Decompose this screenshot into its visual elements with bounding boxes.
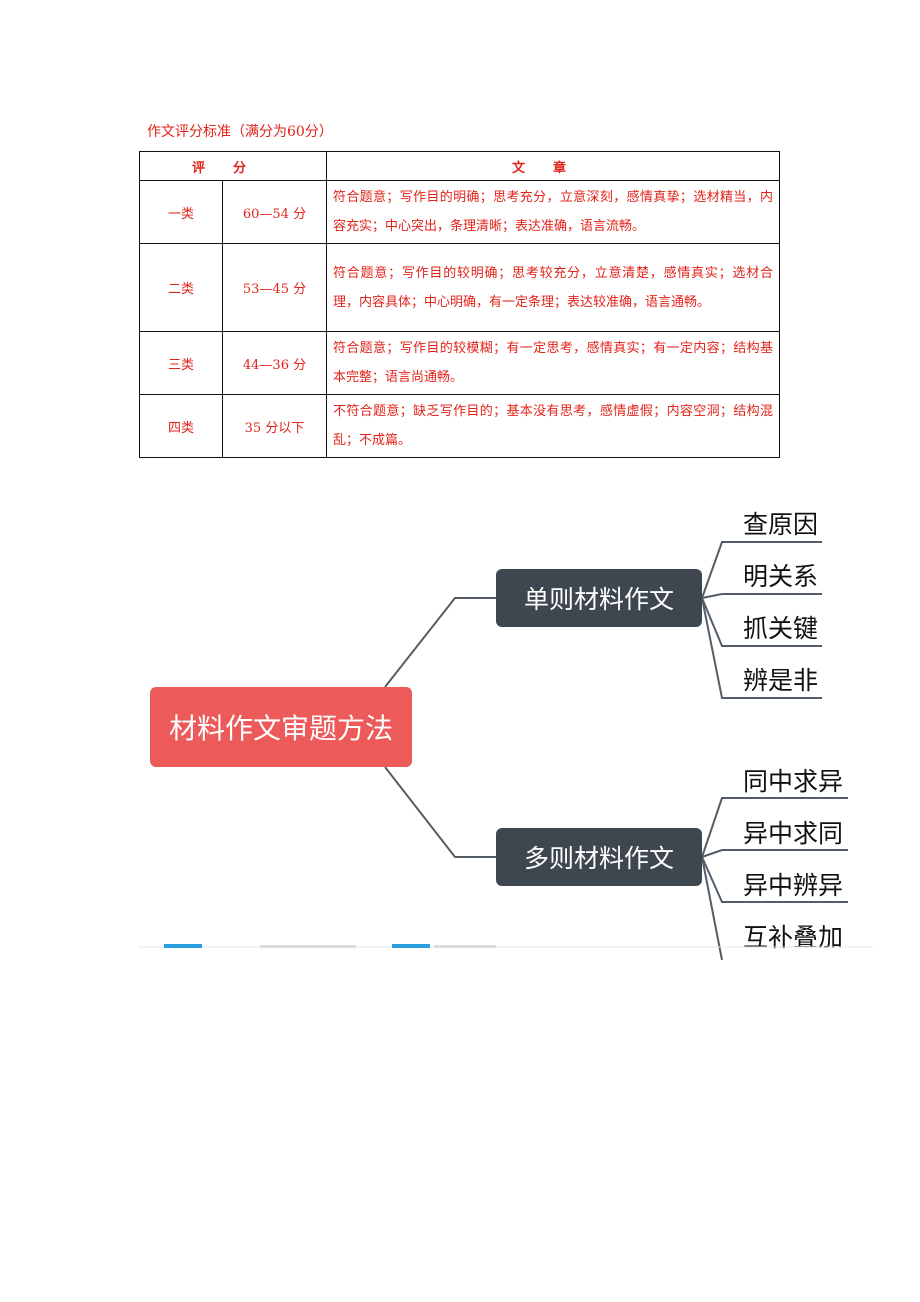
leaf-node: 查原因 [743, 510, 819, 539]
connector-leaf [701, 593, 822, 599]
header-essay: 文章 [326, 151, 780, 181]
description-cell: 符合题意；写作目的较模糊；有一定思考，感情真实；有一定内容；结构基本完整；语言尚… [326, 331, 780, 395]
description-cell: 符合题意；写作目的明确；思考充分，立意深刻，感情真挚；选材精当，内容充实；中心突… [326, 180, 780, 244]
connector-leaf [701, 541, 822, 599]
connector-leaf [701, 856, 848, 903]
leaf-node: 明关系 [743, 562, 819, 591]
table-row: 二类 53—45 分 符合题意；写作目的较明确；思考较充分，立意清楚，感情真实；… [139, 243, 780, 332]
connector-lines [384, 541, 848, 960]
description-cell: 不符合题意；缺乏写作目的；基本没有思考，感情虚假；内容空洞；结构混乱；不成篇。 [326, 394, 780, 458]
grade-cell: 三类 [139, 331, 223, 395]
connector-leaf [701, 597, 822, 699]
branch-node-single: 单则材料作文 [496, 569, 702, 627]
cropped-toolbar-strip [138, 944, 873, 948]
leaf-node: 异中辨异 [743, 871, 844, 900]
table-header-row: 评分 文章 [139, 151, 780, 181]
range-cell: 44—36 分 [222, 331, 327, 395]
leaf-node: 异中求同 [743, 819, 844, 848]
scoring-table: 评分 文章 一类 60—54 分 符合题意；写作目的明确；思考充分，立意深刻，感… [139, 151, 780, 458]
connector-leaf [701, 597, 822, 647]
leaf-node: 辨是非 [743, 666, 819, 695]
connector-leaf [701, 856, 723, 960]
connector-root-branch2 [384, 766, 496, 858]
grade-cell: 四类 [139, 394, 223, 458]
table-row: 一类 60—54 分 符合题意；写作目的明确；思考充分，立意深刻，感情真挚；选材… [139, 180, 780, 244]
grade-cell: 一类 [139, 180, 223, 244]
root-node: 材料作文审题方法 [150, 687, 412, 767]
leaf-node: 抓关键 [743, 614, 819, 643]
description-cell: 符合题意；写作目的较明确；思考较充分，立意清楚，感情真实；选材合理，内容具体；中… [326, 243, 780, 332]
range-cell: 53—45 分 [222, 243, 327, 332]
table-row: 三类 44—36 分 符合题意；写作目的较模糊；有一定思考，感情真实；有一定内容… [139, 331, 780, 395]
leaf-node: 同中求异 [743, 767, 844, 796]
connector-leaf [701, 849, 848, 858]
branch-node-multiple: 多则材料作文 [496, 828, 702, 886]
header-score: 评分 [139, 151, 327, 181]
grade-cell: 二类 [139, 243, 223, 332]
connector-root-branch1 [384, 597, 496, 688]
table-row: 四类 35 分以下 不符合题意；缺乏写作目的；基本没有思考，感情虚假；内容空洞；… [139, 394, 780, 458]
connector-leaf [701, 797, 848, 858]
table-caption: 作文评分标准（满分为60分） [147, 124, 333, 140]
range-cell: 35 分以下 [222, 394, 327, 458]
mind-map: 材料作文审题方法 单则材料作文 多则材料作文 查原因 明关系 抓关键 辨是非 同… [0, 490, 920, 960]
range-cell: 60—54 分 [222, 180, 327, 244]
